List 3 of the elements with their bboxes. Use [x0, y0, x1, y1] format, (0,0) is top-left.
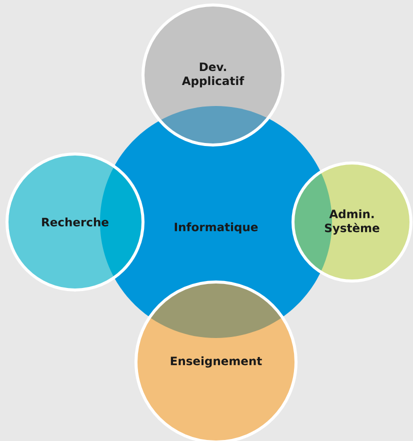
node-label: Dev. Applicatif	[182, 62, 244, 88]
circle-node: Enseignement	[134, 280, 298, 441]
node-label: Enseignement	[170, 356, 262, 368]
